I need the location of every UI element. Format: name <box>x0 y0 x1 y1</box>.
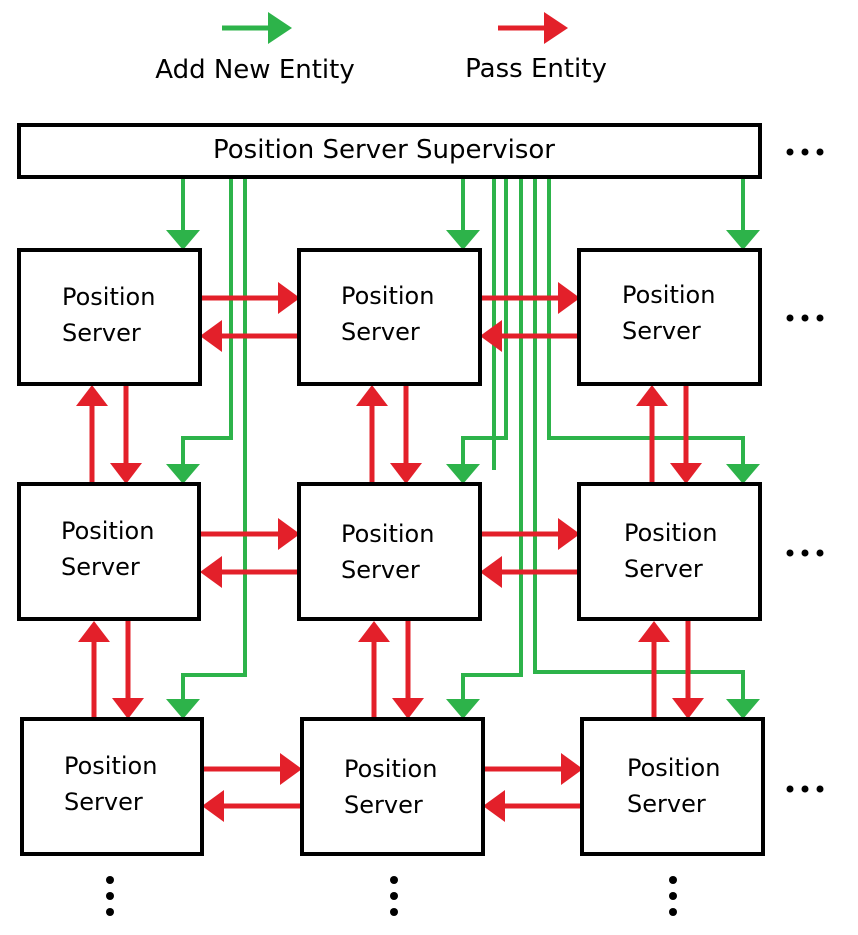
server-label-line1: Position <box>62 283 155 311</box>
add-entity-head-r2c0 <box>166 699 200 719</box>
server-node-r2c1: Position Server <box>300 717 485 856</box>
supervisor-label: Position Server Supervisor <box>213 135 555 165</box>
server-box <box>300 717 485 856</box>
add-entity-head-r0c1 <box>446 230 480 250</box>
server-box <box>20 717 204 856</box>
server-box <box>297 248 482 386</box>
add-entity-line-r2c2 <box>533 178 745 701</box>
server-label-line1: Position <box>622 281 715 309</box>
server-label-line1: Position <box>627 754 720 782</box>
supervisor-box <box>17 123 762 179</box>
pass-arrow-c0-r0-r1 <box>76 385 142 484</box>
server-node-r0c2: Position Server <box>577 248 762 386</box>
server-label-line1: Position <box>341 520 434 548</box>
server-label-line1: Position <box>61 517 154 545</box>
pass-arrow-c1-r1-r2 <box>358 621 424 719</box>
server-label-line2: Server <box>62 319 141 347</box>
server-label-line2: Server <box>64 788 143 816</box>
row-continuation-supervisor <box>786 148 824 156</box>
server-node-r1c1: Position Server <box>297 482 482 621</box>
col-continuation-c0 <box>106 876 114 916</box>
server-label-line1: Position <box>64 752 157 780</box>
pass-arrow-r1-c1-c2 <box>480 518 580 588</box>
server-label-line2: Server <box>627 790 706 818</box>
add-entity-line-r2c1 <box>461 178 523 701</box>
add-entity-head-r2c2 <box>726 699 760 719</box>
supervisor-node: Position Server Supervisor <box>17 123 762 179</box>
server-label-line2: Server <box>341 556 420 584</box>
server-label-line1: Position <box>344 755 437 783</box>
server-node-r1c0: Position Server <box>17 482 201 621</box>
col-continuation-c2 <box>669 876 677 916</box>
add-entity-head-r1c2 <box>726 464 760 484</box>
server-node-r1c2: Position Server <box>577 482 762 621</box>
add-entity-head-r2c1 <box>446 699 480 719</box>
pass-arrow-r2-c0-c1 <box>202 753 302 822</box>
pass-arrow-r1-c0-c1 <box>200 518 300 588</box>
server-label-line2: Server <box>344 791 423 819</box>
add-entity-head-r0c2 <box>726 230 760 250</box>
add-entity-head-r0c0 <box>166 230 200 250</box>
legend-add-arrow-head <box>268 12 292 44</box>
row-continuation-r2 <box>786 785 824 793</box>
server-label-line2: Server <box>624 555 703 583</box>
legend-pass-label: Pass Entity <box>465 54 607 84</box>
add-entity-head-r1c1 <box>446 464 480 484</box>
server-box <box>297 482 482 621</box>
server-node-r0c1: Position Server <box>297 248 482 386</box>
server-box <box>577 248 762 386</box>
legend: Add New Entity Pass Entity <box>155 12 607 85</box>
pass-arrow-c2-r0-r1 <box>636 385 702 484</box>
server-node-r0c0: Position Server <box>17 248 202 386</box>
add-entity-head-r1c0 <box>166 464 200 484</box>
add-entity-line-r1c1 <box>461 178 508 466</box>
pass-arrow-c2-r1-r2 <box>638 621 704 719</box>
pass-arrow-r2-c1-c2 <box>483 753 583 822</box>
pass-arrow-r0-c1-c2 <box>480 282 580 352</box>
server-label-line2: Server <box>622 317 701 345</box>
server-label-line1: Position <box>624 519 717 547</box>
pass-arrow-c0-r1-r2 <box>78 621 144 719</box>
server-label-line2: Server <box>61 553 140 581</box>
server-label-line2: Server <box>341 318 420 346</box>
server-box <box>17 482 201 621</box>
add-entity-lines <box>181 178 745 701</box>
legend-pass-arrow-head <box>544 12 568 44</box>
legend-add-label: Add New Entity <box>155 55 354 85</box>
server-box <box>577 482 762 621</box>
server-node-r2c0: Position Server <box>20 717 204 856</box>
pass-arrow-r0-c0-c1 <box>200 282 300 352</box>
add-entity-line-r1c2 <box>547 178 745 466</box>
server-node-r2c2: Position Server <box>580 717 765 856</box>
server-box <box>580 717 765 856</box>
add-entity-line-r2c0 <box>181 178 247 701</box>
col-continuation-c1 <box>390 876 398 916</box>
row-continuation-r0 <box>786 314 824 322</box>
pass-entity-arrows <box>76 282 704 822</box>
server-label-line1: Position <box>341 282 434 310</box>
add-entity-line-r1c0 <box>181 178 233 466</box>
server-box <box>17 248 202 386</box>
pass-arrow-c1-r0-r1 <box>356 385 422 484</box>
add-entity-heads <box>166 230 760 719</box>
row-continuation-r1 <box>786 549 824 557</box>
continuation-marks <box>106 148 824 916</box>
